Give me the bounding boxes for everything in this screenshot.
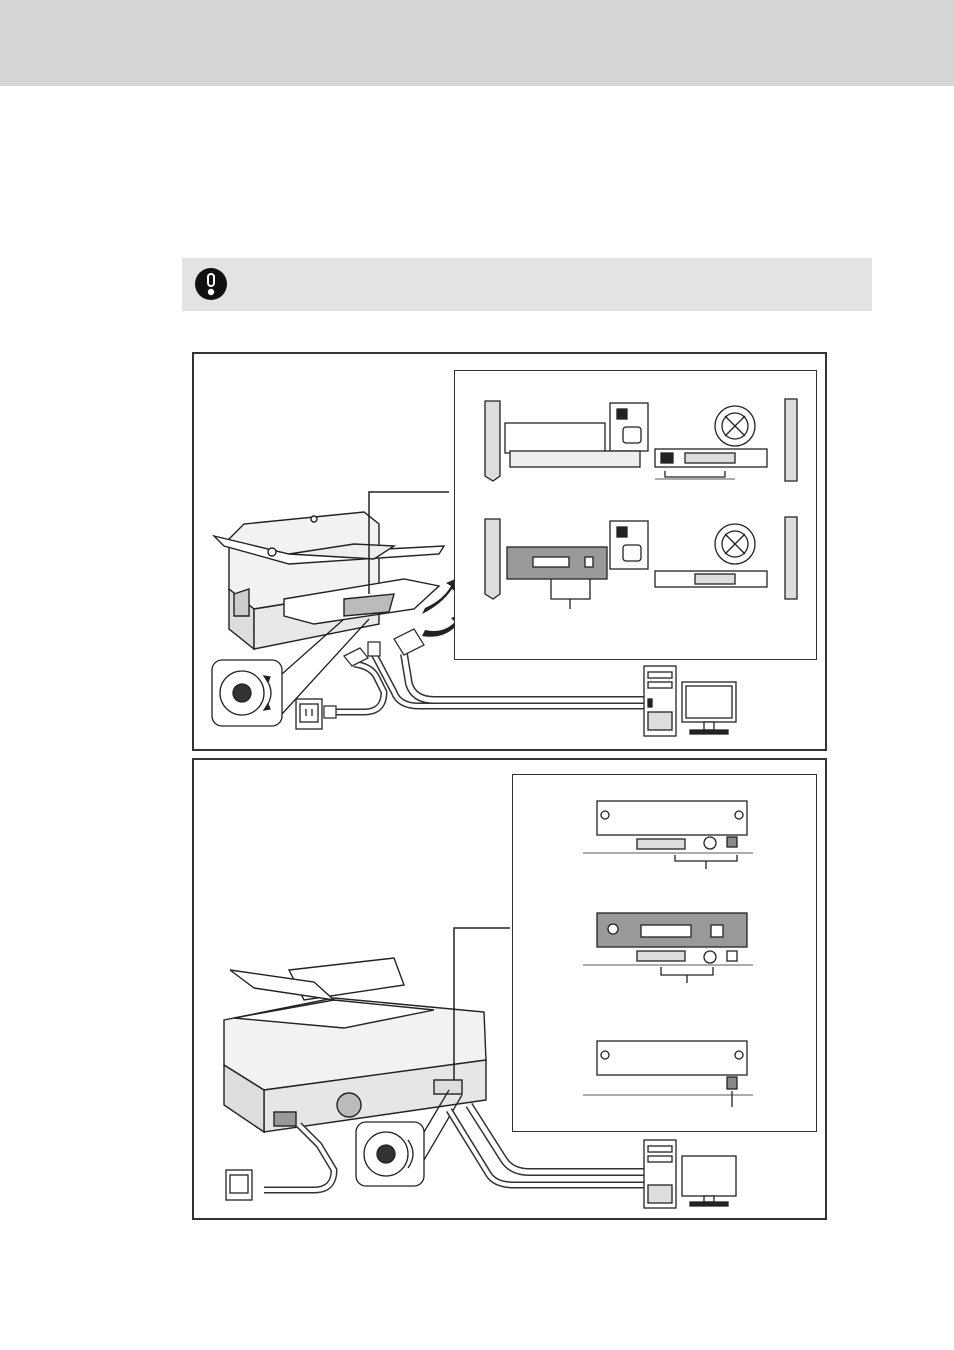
rear-panel-with-option-board — [485, 517, 797, 609]
computer-tower-icon — [644, 1140, 676, 1208]
monitor-icon — [682, 682, 736, 734]
inset-top-illustration — [455, 371, 816, 659]
computer-tower-icon — [644, 666, 676, 736]
scanner-illustration — [214, 512, 444, 649]
inset-bottom-illustration — [513, 775, 816, 1131]
scanner-illustration — [224, 958, 486, 1132]
important-note-box — [182, 258, 872, 311]
rear-panel-standard — [485, 399, 797, 481]
page-header-band — [0, 0, 954, 86]
power-outlet-icon — [296, 699, 322, 729]
power-cable — [264, 1125, 334, 1190]
monitor-icon — [682, 1156, 736, 1206]
rear-panel-usb-only — [583, 1041, 753, 1107]
inset-rear-panel-views — [512, 774, 817, 1132]
figure-top-feed-scanner-connection — [192, 352, 827, 751]
inset-rear-panel-views — [454, 370, 817, 660]
rear-panel-with-option-board — [583, 913, 753, 983]
figure-flatbed-scanner-connection — [192, 758, 827, 1220]
important-exclamation-icon — [194, 267, 228, 301]
power-outlet-icon — [226, 1170, 252, 1200]
rear-panel-standard — [583, 801, 753, 869]
